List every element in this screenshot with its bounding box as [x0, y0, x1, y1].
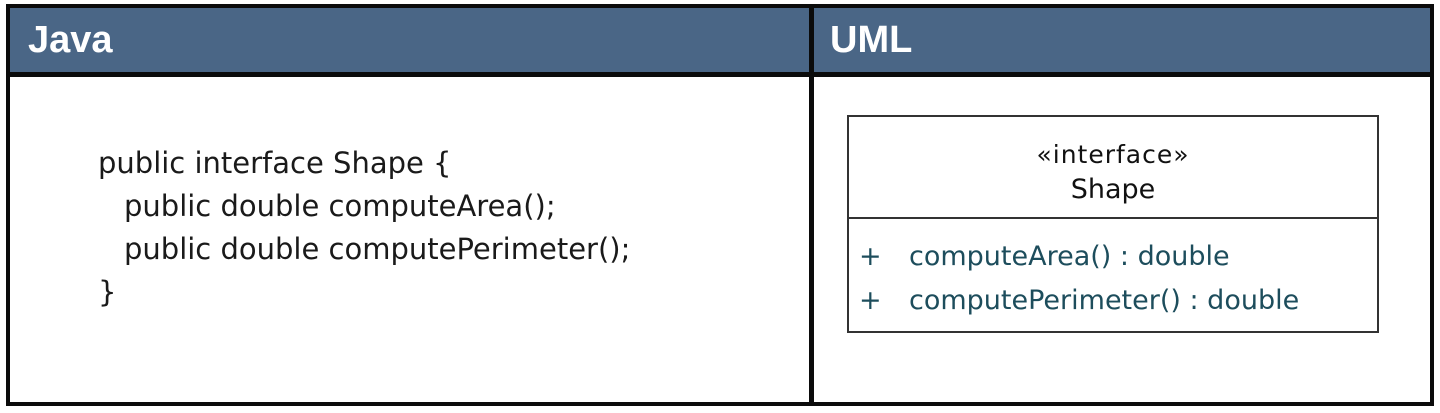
uml-class-box: «interface» Shape + computeArea() : doubl…: [847, 115, 1379, 333]
uml-column-header: UML: [814, 8, 1430, 72]
code-line-compute-perimeter: public double computePerimeter();: [124, 232, 631, 266]
code-line-interface-declaration: public interface Shape {: [98, 146, 452, 180]
java-code-block: public interface Shape { public double co…: [98, 142, 630, 314]
uml-stereotype: «interface»: [1036, 140, 1190, 169]
code-line-closing-brace: }: [98, 275, 117, 309]
uml-visibility-public: +: [859, 241, 882, 272]
java-column-header: Java: [10, 8, 809, 72]
uml-operation: + computeArea() : double: [849, 235, 1377, 279]
uml-operations-compartment: + computeArea() : double + computePerimete…: [849, 219, 1377, 323]
uml-operation-signature: computeArea() : double: [909, 241, 1230, 272]
uml-name-compartment: «interface» Shape: [849, 117, 1377, 219]
uml-visibility-public: +: [859, 285, 882, 316]
column-divider: [809, 8, 814, 402]
uml-operation-signature: computePerimeter() : double: [909, 285, 1300, 316]
header-divider: [10, 72, 1430, 77]
uml-class-name: Shape: [1070, 174, 1156, 205]
code-line-compute-area: public double computeArea();: [124, 189, 556, 223]
uml-operation: + computePerimeter() : double: [849, 279, 1377, 323]
